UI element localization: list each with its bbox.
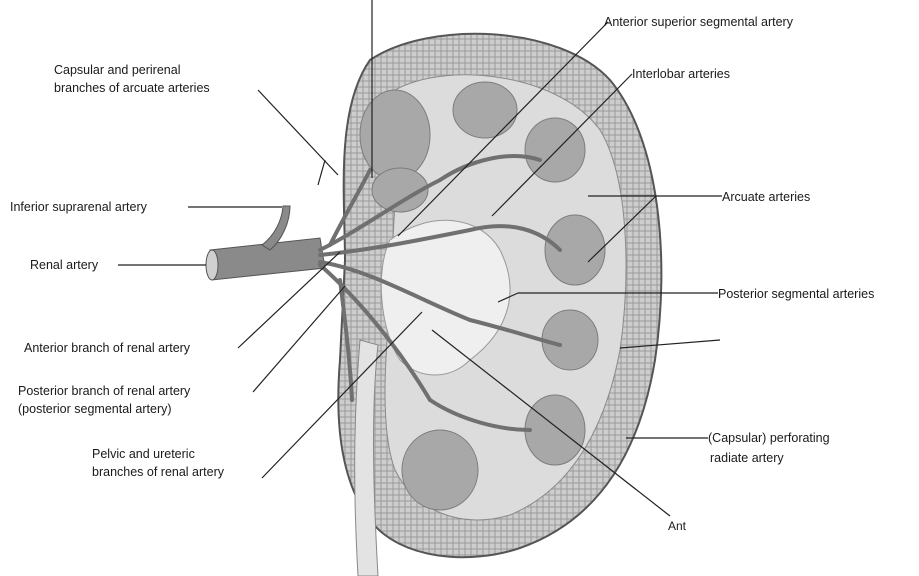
- label-interlobar: Interlobar arteries: [632, 67, 730, 81]
- label-pelvic-ureteric: Pelvic and ureteric branches of renal ar…: [92, 447, 225, 479]
- label-inferior-suprarenal: Inferior suprarenal artery: [10, 200, 148, 214]
- label-capsular-perforating: (Capsular) perforating radiate artery: [708, 431, 833, 465]
- label-renal-artery: Renal artery: [30, 258, 99, 272]
- label-anterior-branch: Anterior branch of renal artery: [24, 341, 191, 355]
- label-arcuate: Arcuate arteries: [722, 190, 810, 204]
- label-ant-truncated: Ant: [668, 519, 687, 533]
- label-posterior-segmental: Posterior segmental arteries: [718, 287, 874, 301]
- label-anterior-superior-segmental: Anterior superior segmental artery: [604, 15, 794, 29]
- label-posterior-branch: Posterior branch of renal artery (poster…: [18, 384, 194, 416]
- label-capsular-perirenal: Capsular and perirenal branches of arcua…: [54, 63, 210, 95]
